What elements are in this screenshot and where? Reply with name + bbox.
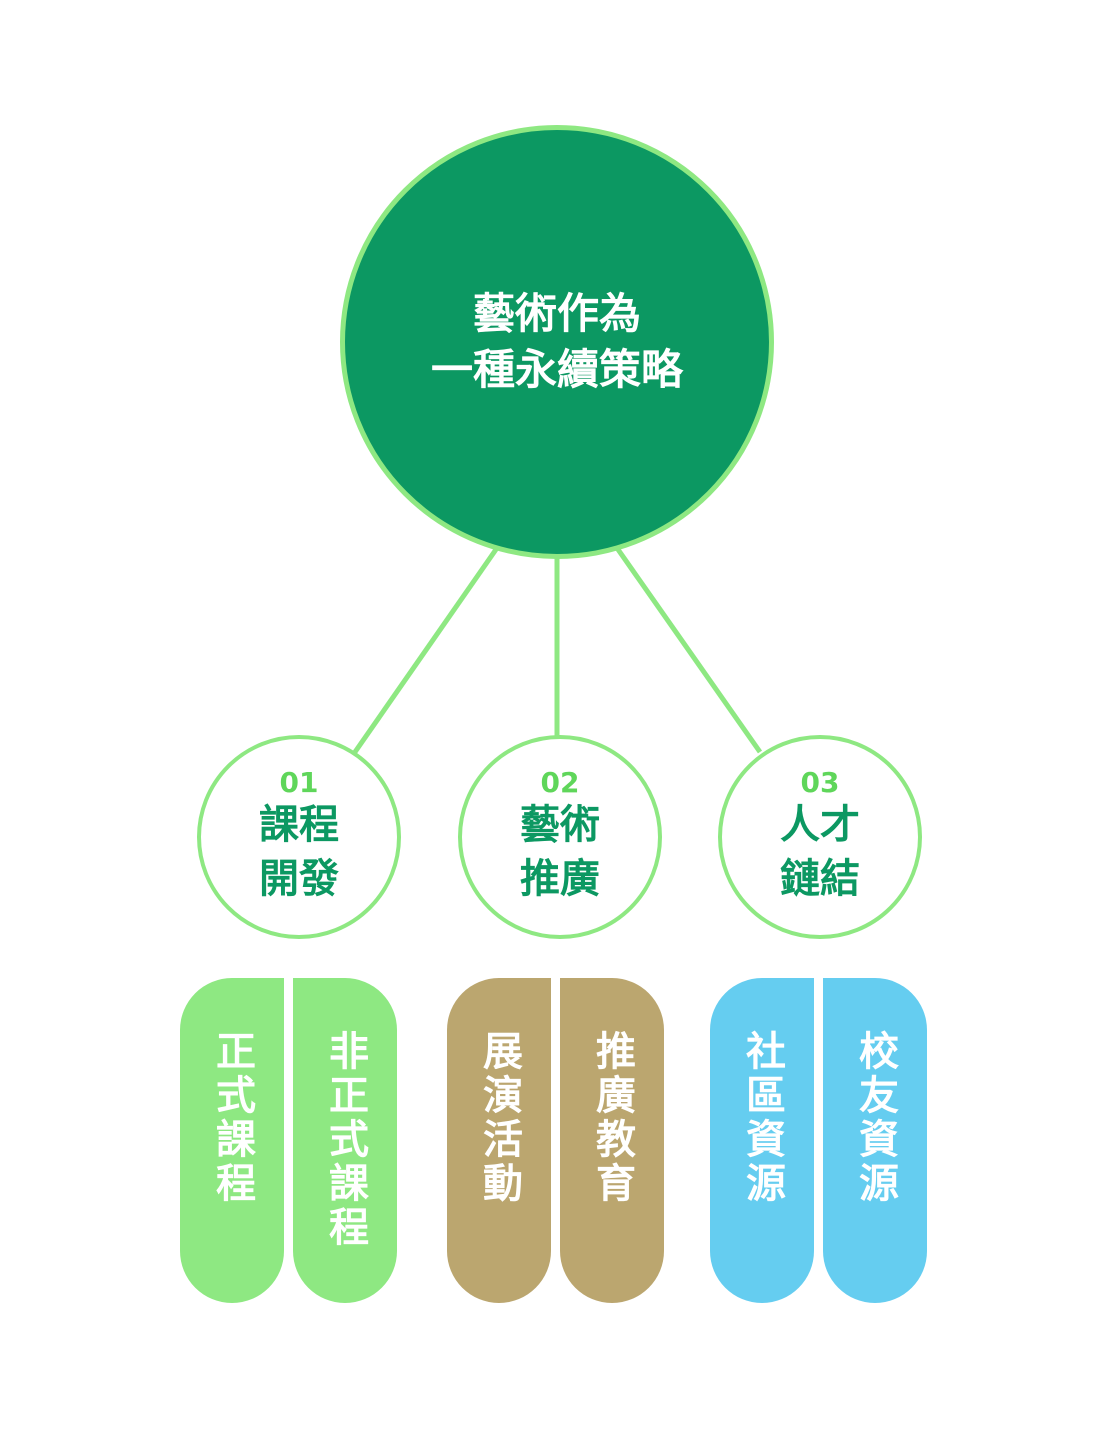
item-label: 推廣教育	[589, 1030, 635, 1206]
branch-number: 01	[279, 766, 319, 799]
item-label: 社區資源	[739, 1030, 785, 1206]
item-label: 展演活動	[476, 1030, 522, 1206]
branch-label-line2: 鏈結	[780, 856, 860, 902]
branch-label-line2: 推廣	[520, 856, 600, 902]
item-label: 正式課程	[209, 1030, 255, 1206]
branch-label-line2: 開發	[259, 856, 339, 902]
branch-node-3: 03 人才 鏈結	[718, 735, 922, 939]
item-label: 非正式課程	[322, 1030, 368, 1250]
branch-label-line1: 人才	[780, 802, 860, 848]
branch-number: 03	[800, 766, 840, 799]
item-label: 校友資源	[852, 1030, 898, 1206]
item-pill: 非正式課程	[293, 978, 397, 1303]
branch-node-1: 01 課程 開發	[197, 735, 401, 939]
item-pill: 推廣教育	[560, 978, 664, 1303]
item-pill: 展演活動	[447, 978, 551, 1303]
connector-line-3	[614, 546, 763, 754]
item-pill: 社區資源	[710, 978, 814, 1303]
connector-line-1	[352, 546, 500, 754]
item-pill: 正式課程	[180, 978, 284, 1303]
central-title-line1: 藝術作為	[472, 289, 641, 338]
central-title-line2: 一種永續策略	[430, 345, 683, 394]
item-pill: 校友資源	[823, 978, 927, 1303]
branch-node-2: 02 藝術 推廣	[458, 735, 662, 939]
branch-label-line1: 課程	[259, 802, 339, 848]
central-node: 藝術作為 一種永續策略	[340, 125, 774, 559]
branch-label-line1: 藝術	[520, 802, 600, 848]
branch-number: 02	[540, 766, 580, 799]
